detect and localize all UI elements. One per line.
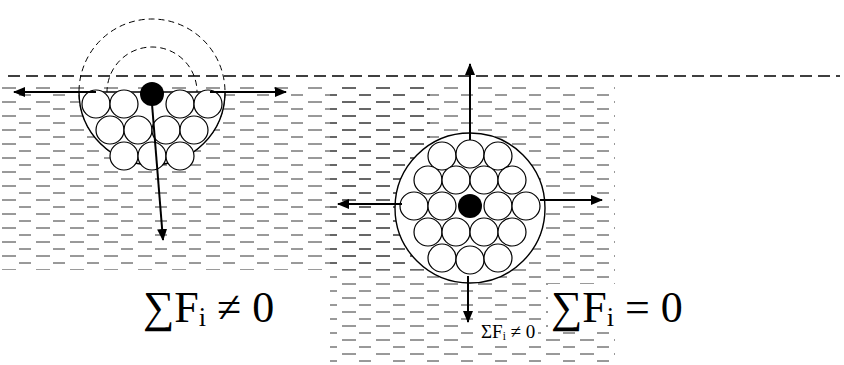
liquid-surface <box>8 75 840 77</box>
force-sum-note: ΣFᵢ ≠ 0 <box>478 322 538 343</box>
force-sum-surface: ∑Fᵢ ≠ 0 <box>140 284 277 332</box>
force-sum-bulk: ∑Fᵢ = 0 <box>548 284 686 332</box>
surface-molecule <box>14 19 286 240</box>
